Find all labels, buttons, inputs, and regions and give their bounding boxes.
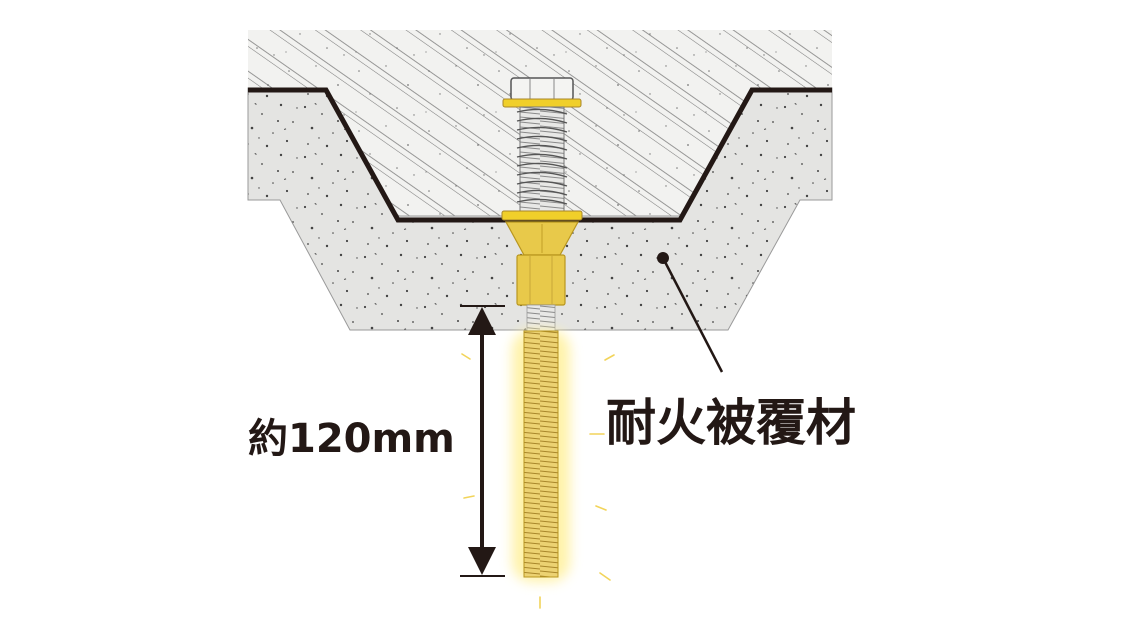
top-washer bbox=[502, 98, 582, 108]
bottom-washer bbox=[501, 210, 583, 221]
bolt-head bbox=[510, 77, 574, 101]
dimension-label: 約120mm bbox=[248, 416, 455, 462]
anchor-nut bbox=[516, 254, 566, 306]
dimension-indicator bbox=[460, 305, 505, 577]
spring bbox=[516, 108, 568, 205]
dimension-arrow-top bbox=[468, 307, 496, 335]
bolt-assembly bbox=[501, 77, 583, 332]
glow-rays bbox=[461, 353, 615, 609]
threaded-rod bbox=[512, 330, 570, 582]
material-label: 耐火被覆材 bbox=[606, 394, 856, 452]
bolt-shaft bbox=[519, 106, 565, 212]
rod-embedded bbox=[526, 304, 556, 332]
dimension-arrow-bottom bbox=[468, 547, 496, 575]
material-leader bbox=[657, 252, 724, 373]
